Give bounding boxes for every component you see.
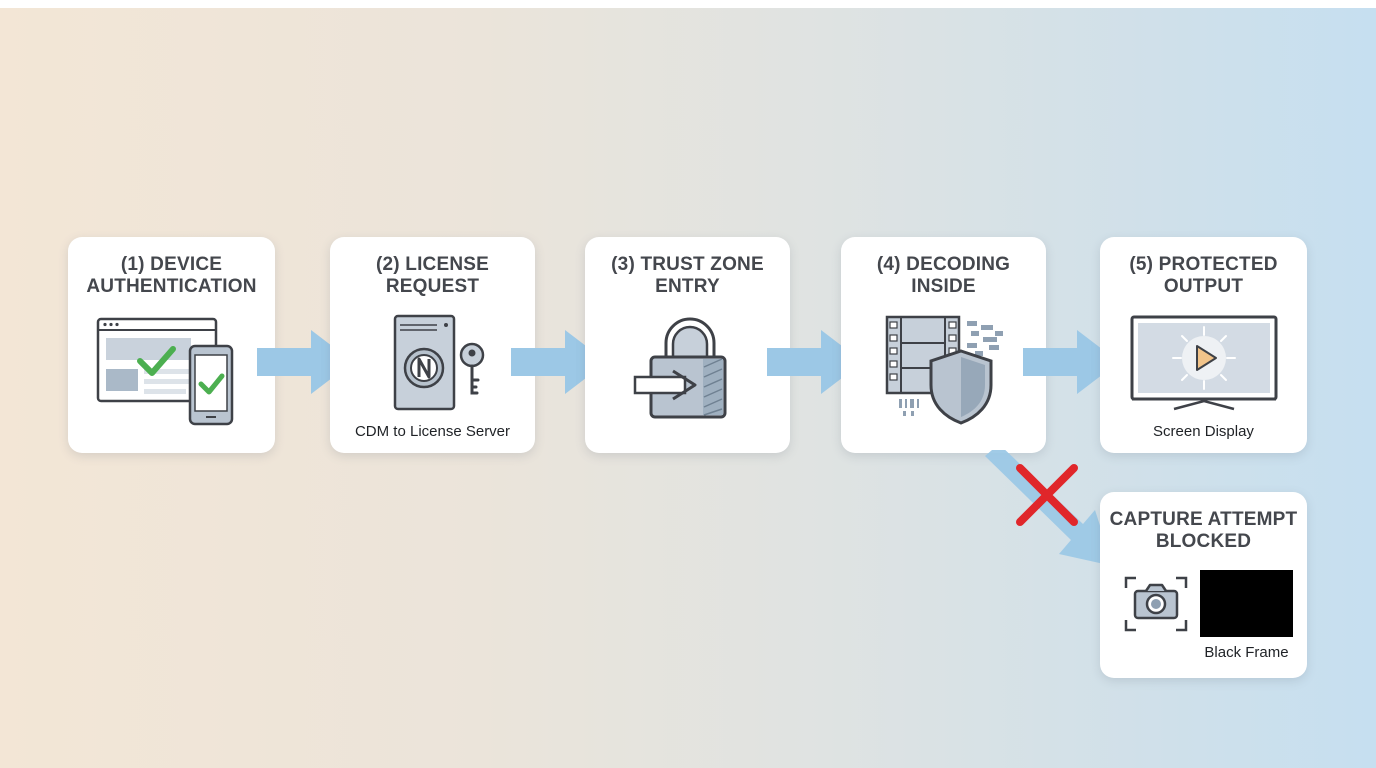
- device-auth-icon: [96, 317, 236, 427]
- capture-blocked-card: CAPTURE ATTEMPT BLOCKED Black Frame: [1100, 492, 1307, 678]
- step-4-card: (4) DECODING INSIDE: [841, 237, 1046, 453]
- blocked-path-arrow: [985, 450, 1120, 575]
- step-3-card: (3) TRUST ZONE ENTRY: [585, 237, 790, 453]
- capture-blocked-title: CAPTURE ATTEMPT BLOCKED: [1109, 509, 1298, 552]
- flow-arrow-4: [1023, 330, 1119, 394]
- padlock-entry-icon: [633, 313, 733, 423]
- flow-arrow-3: [767, 330, 863, 394]
- step-2-caption: CDM to License Server: [354, 423, 511, 440]
- step-5-caption: Screen Display: [1153, 423, 1254, 440]
- film-shield-icon: [885, 315, 1009, 427]
- black-frame: [1200, 570, 1293, 637]
- camera-icon: [1124, 576, 1188, 632]
- step-5-title: (5) PROTECTED OUTPUT: [1129, 254, 1278, 297]
- step-4-title: (4) DECODING INSIDE: [876, 254, 1011, 297]
- flow-arrow-2: [511, 330, 607, 394]
- top-white-strip: [0, 0, 1376, 8]
- step-1-title: (1) DEVICE AUTHENTICATION: [86, 254, 257, 297]
- cross-icon: [1016, 464, 1078, 526]
- step-1-card: (1) DEVICE AUTHENTICATION: [68, 237, 275, 453]
- step-2-card: (2) LICENSE REQUEST CDM to License Serve…: [330, 237, 535, 453]
- step-5-card: (5) PROTECTED OUTPUT Screen Display: [1100, 237, 1307, 453]
- step-3-title: (3) TRUST ZONE ENTRY: [611, 254, 764, 297]
- license-server-key-icon: [392, 313, 488, 413]
- flow-arrow-1: [257, 330, 353, 394]
- step-2-title: (2) LICENSE REQUEST: [375, 254, 490, 297]
- black-frame-caption: Black Frame: [1204, 644, 1289, 661]
- tv-play-icon: [1130, 315, 1278, 413]
